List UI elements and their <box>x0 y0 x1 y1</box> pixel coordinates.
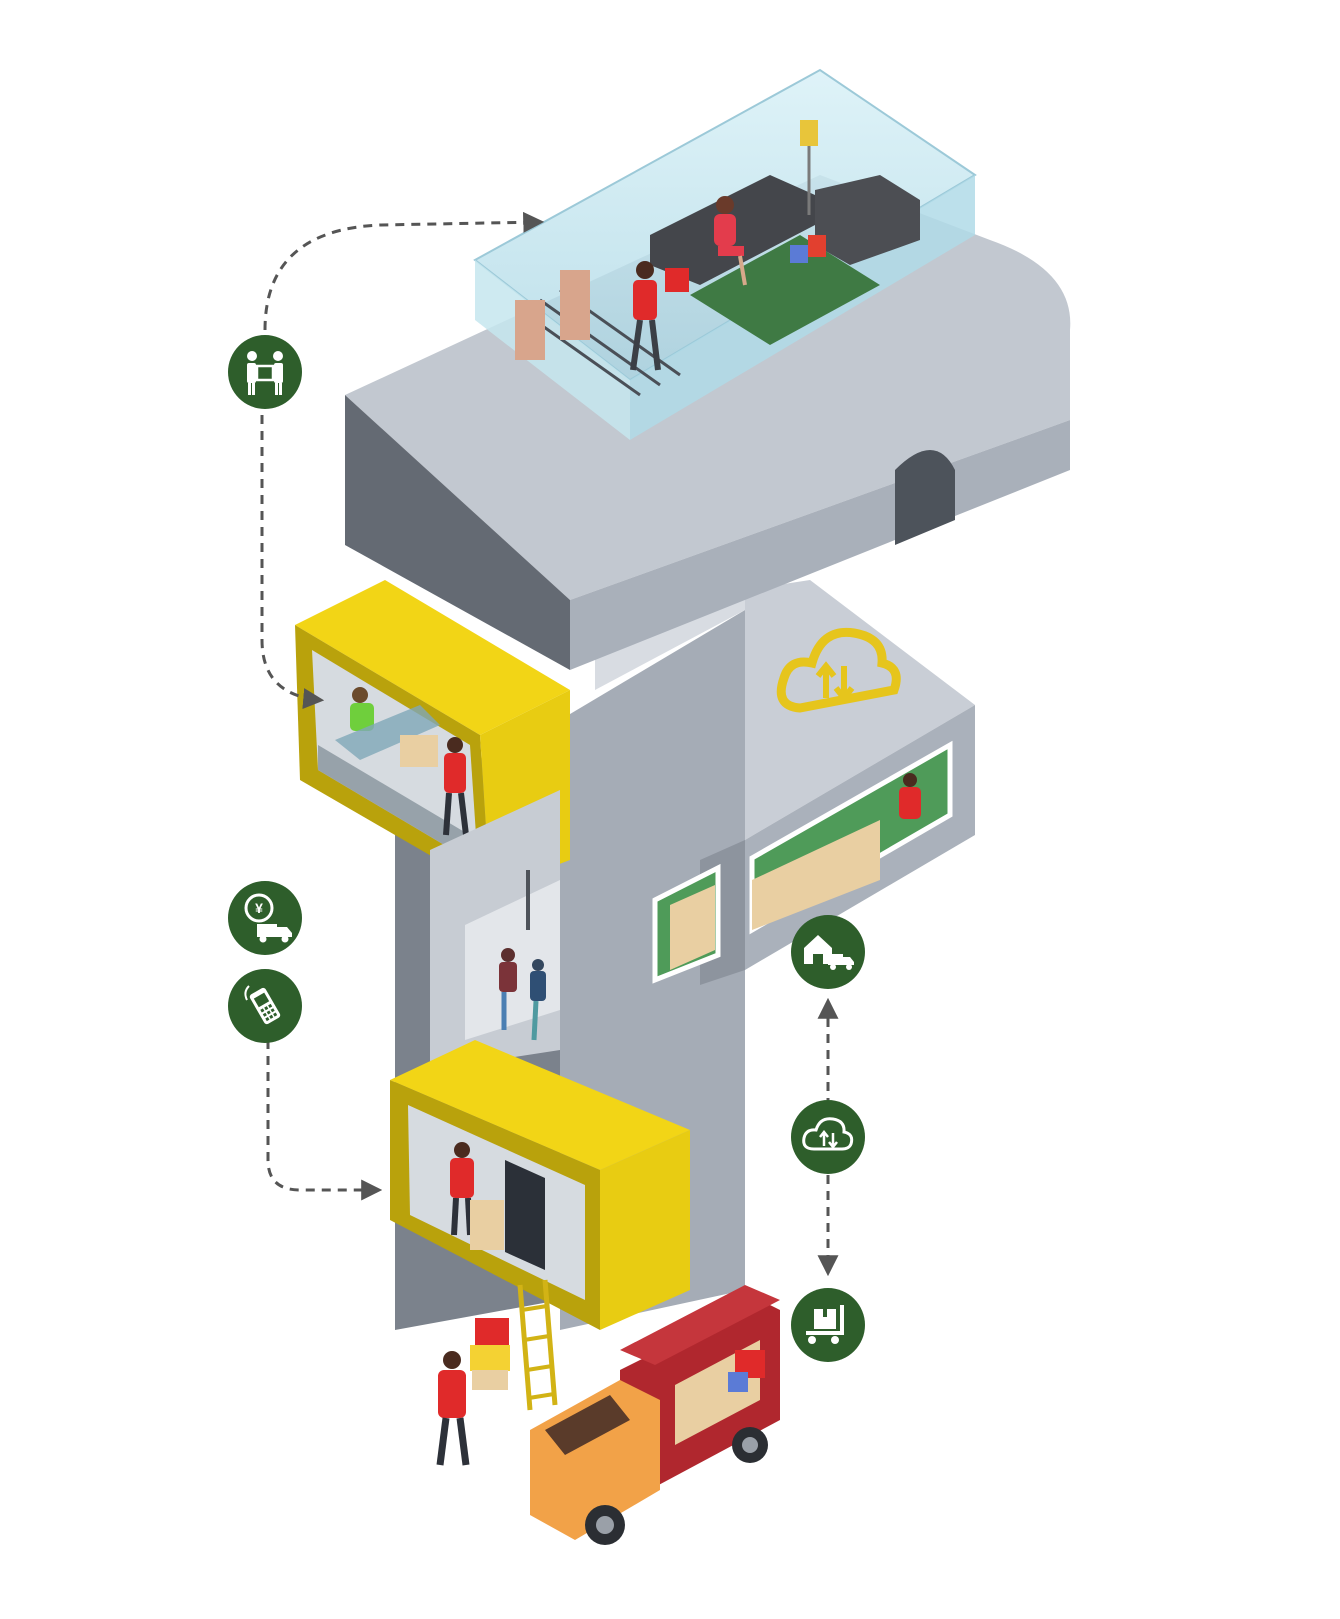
ladder <box>517 1279 558 1411</box>
people-carrying-box-icon[interactable] <box>228 335 302 409</box>
office-delivery <box>295 580 570 890</box>
floor-lamp <box>800 120 818 146</box>
speaker <box>560 270 590 340</box>
gift-box <box>470 1345 510 1371</box>
cloud-upload-download-icon <box>776 627 901 713</box>
van-open-lid <box>620 1285 780 1365</box>
top-block-front <box>345 395 570 670</box>
staff-delivery-person <box>450 1142 474 1236</box>
gift-box <box>790 245 808 263</box>
speaker <box>515 300 545 360</box>
mobile-phone-icon[interactable] <box>228 969 302 1043</box>
parcel-box <box>472 1370 508 1390</box>
svg-text:¥: ¥ <box>255 900 263 916</box>
yuan-clock-delivery-truck-icon[interactable]: ¥ <box>228 881 302 955</box>
staff-warehouse-worker <box>899 773 921 819</box>
arrow-to-lobby <box>266 1040 383 1201</box>
delivery-van <box>530 1285 780 1545</box>
staff-delivery-person <box>400 735 469 836</box>
lobby-elevator-door <box>505 1160 545 1270</box>
arrow-to-office <box>260 415 325 710</box>
staff-delivery-person <box>630 261 689 371</box>
parcel-box <box>470 1200 504 1250</box>
gift-box <box>728 1372 748 1392</box>
warehouse <box>652 740 953 984</box>
package-on-cart-icon[interactable] <box>791 1288 865 1362</box>
elevator <box>430 790 560 1070</box>
person-seated <box>714 196 747 286</box>
cloud-upload-download-icon[interactable] <box>791 1100 865 1174</box>
wing-top <box>745 580 975 840</box>
building-lobby-delivery <box>390 1040 690 1330</box>
top-block-arch <box>895 450 955 545</box>
arrow-to-living-room <box>263 211 545 331</box>
courier-with-parcels <box>436 1318 510 1466</box>
gift-box <box>808 235 826 257</box>
gift-box <box>475 1318 509 1348</box>
gift-box <box>665 268 689 292</box>
parcel-box <box>400 735 438 767</box>
elevator-passengers <box>499 948 546 1041</box>
warehouse-truck-icon[interactable] <box>791 915 865 989</box>
flow-arrows <box>260 211 839 1277</box>
living-room-delivery <box>473 68 977 440</box>
